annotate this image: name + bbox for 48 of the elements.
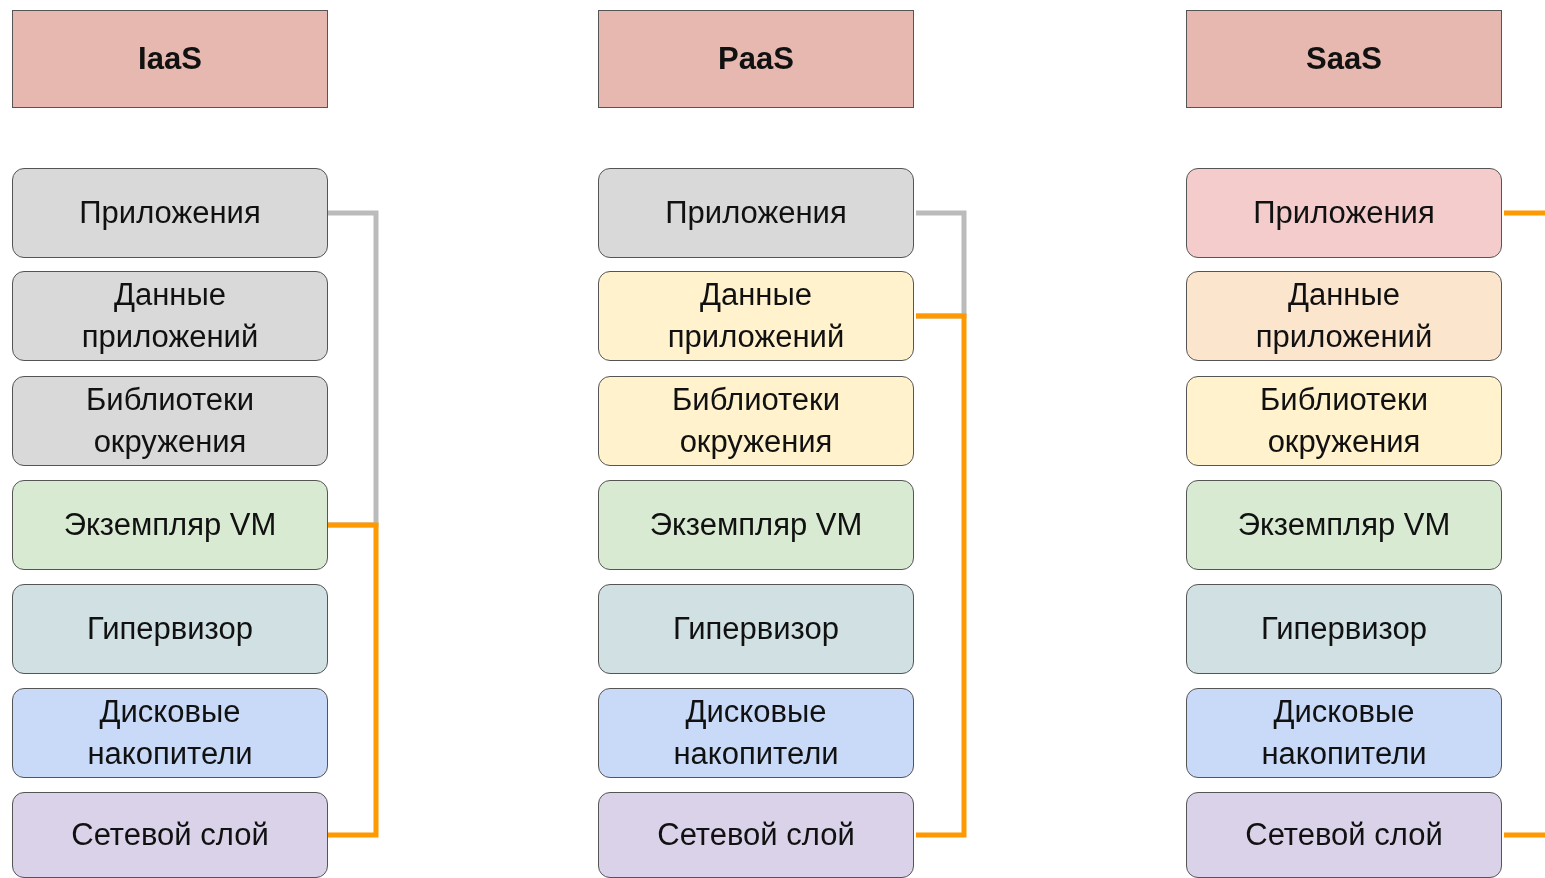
layer-label: Гипервизор <box>86 610 254 648</box>
layer-label: Данные приложений <box>80 276 260 356</box>
layer-box <box>598 168 914 258</box>
layer-box <box>1186 688 1502 778</box>
layer-label: Сетевой слой <box>1244 816 1444 854</box>
layer-box <box>1186 168 1502 258</box>
layer-box <box>598 688 914 778</box>
layer-label: Экземпляр VM <box>62 506 278 544</box>
column-title: IaaS <box>137 40 203 78</box>
layer-label: Экземпляр VM <box>648 506 864 544</box>
column-title: SaaS <box>1305 40 1383 78</box>
layer-label: Библиотеки окружения <box>85 381 255 461</box>
layer-label: Библиотеки окружения <box>671 381 841 461</box>
layer-box <box>1186 792 1502 878</box>
layer-box <box>598 271 914 361</box>
layer-label: Дисковые накопители <box>1260 693 1428 773</box>
layer-label: Приложения <box>78 194 262 232</box>
layer-label: Дисковые накопители <box>672 693 840 773</box>
layer-label: Дисковые накопители <box>86 693 254 773</box>
layer-box <box>598 792 914 878</box>
layer-label: Сетевой слой <box>70 816 270 854</box>
layer-label: Экземпляр VM <box>1236 506 1452 544</box>
layer-label: Данные приложений <box>1254 276 1434 356</box>
layer-box <box>1186 271 1502 361</box>
layer-box <box>1186 480 1502 570</box>
layer-box <box>598 480 914 570</box>
layer-label: Сетевой слой <box>656 816 856 854</box>
layer-box <box>12 168 328 258</box>
layer-label: Приложения <box>1252 194 1436 232</box>
layer-box <box>12 376 328 466</box>
layer-label: Данные приложений <box>666 276 846 356</box>
layer-box <box>12 688 328 778</box>
layer-label: Гипервизор <box>1260 610 1428 648</box>
layer-label: Гипервизор <box>672 610 840 648</box>
column-title: PaaS <box>717 40 795 78</box>
layer-box <box>1186 584 1502 674</box>
header-box <box>598 10 914 108</box>
layer-box <box>12 480 328 570</box>
layer-box <box>598 376 914 466</box>
layer-label: Библиотеки окружения <box>1259 381 1429 461</box>
layer-box <box>12 792 328 878</box>
layer-box <box>12 584 328 674</box>
layer-box <box>598 584 914 674</box>
layer-label: Приложения <box>664 194 848 232</box>
layer-box <box>12 271 328 361</box>
header-box <box>12 10 328 108</box>
layer-box <box>1186 376 1502 466</box>
header-box <box>1186 10 1502 108</box>
